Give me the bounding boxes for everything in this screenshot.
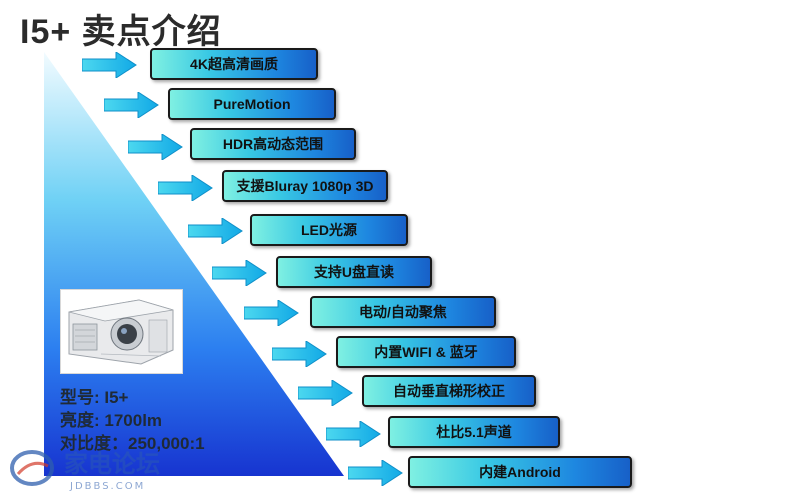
feature-bluray-3d: 支援Bluray 1080p 3D [222,170,388,202]
feature-puremotion: PureMotion [168,88,336,120]
watermark-domain: JDBBS.COM [69,481,145,492]
arrow-icon [104,92,159,118]
spec-contrast: 对比度：250,000:1 [60,434,205,453]
feature-hdr: HDR高动态范围 [190,128,356,160]
arrow-icon [326,421,381,447]
feature-keystone: 自动垂直梯形校正 [362,375,536,407]
feature-dolby: 杜比5.1声道 [388,416,560,448]
projector-image [60,289,183,374]
arrow-icon [272,341,327,367]
arrow-icon [212,260,267,286]
arrow-icon [158,175,213,201]
watermark-logo: 家电论坛 JDBBS.COM [8,444,183,492]
arrow-icon [128,134,183,160]
feature-wifi-bluetooth: 内置WIFI & 蓝牙 [336,336,516,368]
page-title: I5+ 卖点介绍 [20,13,222,51]
arrow-icon [188,218,243,244]
feature-autofocus: 电动/自动聚焦 [310,296,496,328]
arrow-icon [298,380,353,406]
feature-usb: 支持U盘直读 [276,256,432,288]
feature-android: 内建Android [408,456,632,488]
watermark-text: 家电论坛 [64,450,160,478]
feature-led: LED光源 [250,214,408,246]
spec-brightness: 亮度: 1700lm [60,411,163,430]
arrow-icon [82,52,137,78]
feature-4k: 4K超高清画质 [150,48,318,80]
arrow-icon [244,300,299,326]
spec-model: 型号: I5+ [60,388,129,407]
arrow-icon [348,460,403,486]
